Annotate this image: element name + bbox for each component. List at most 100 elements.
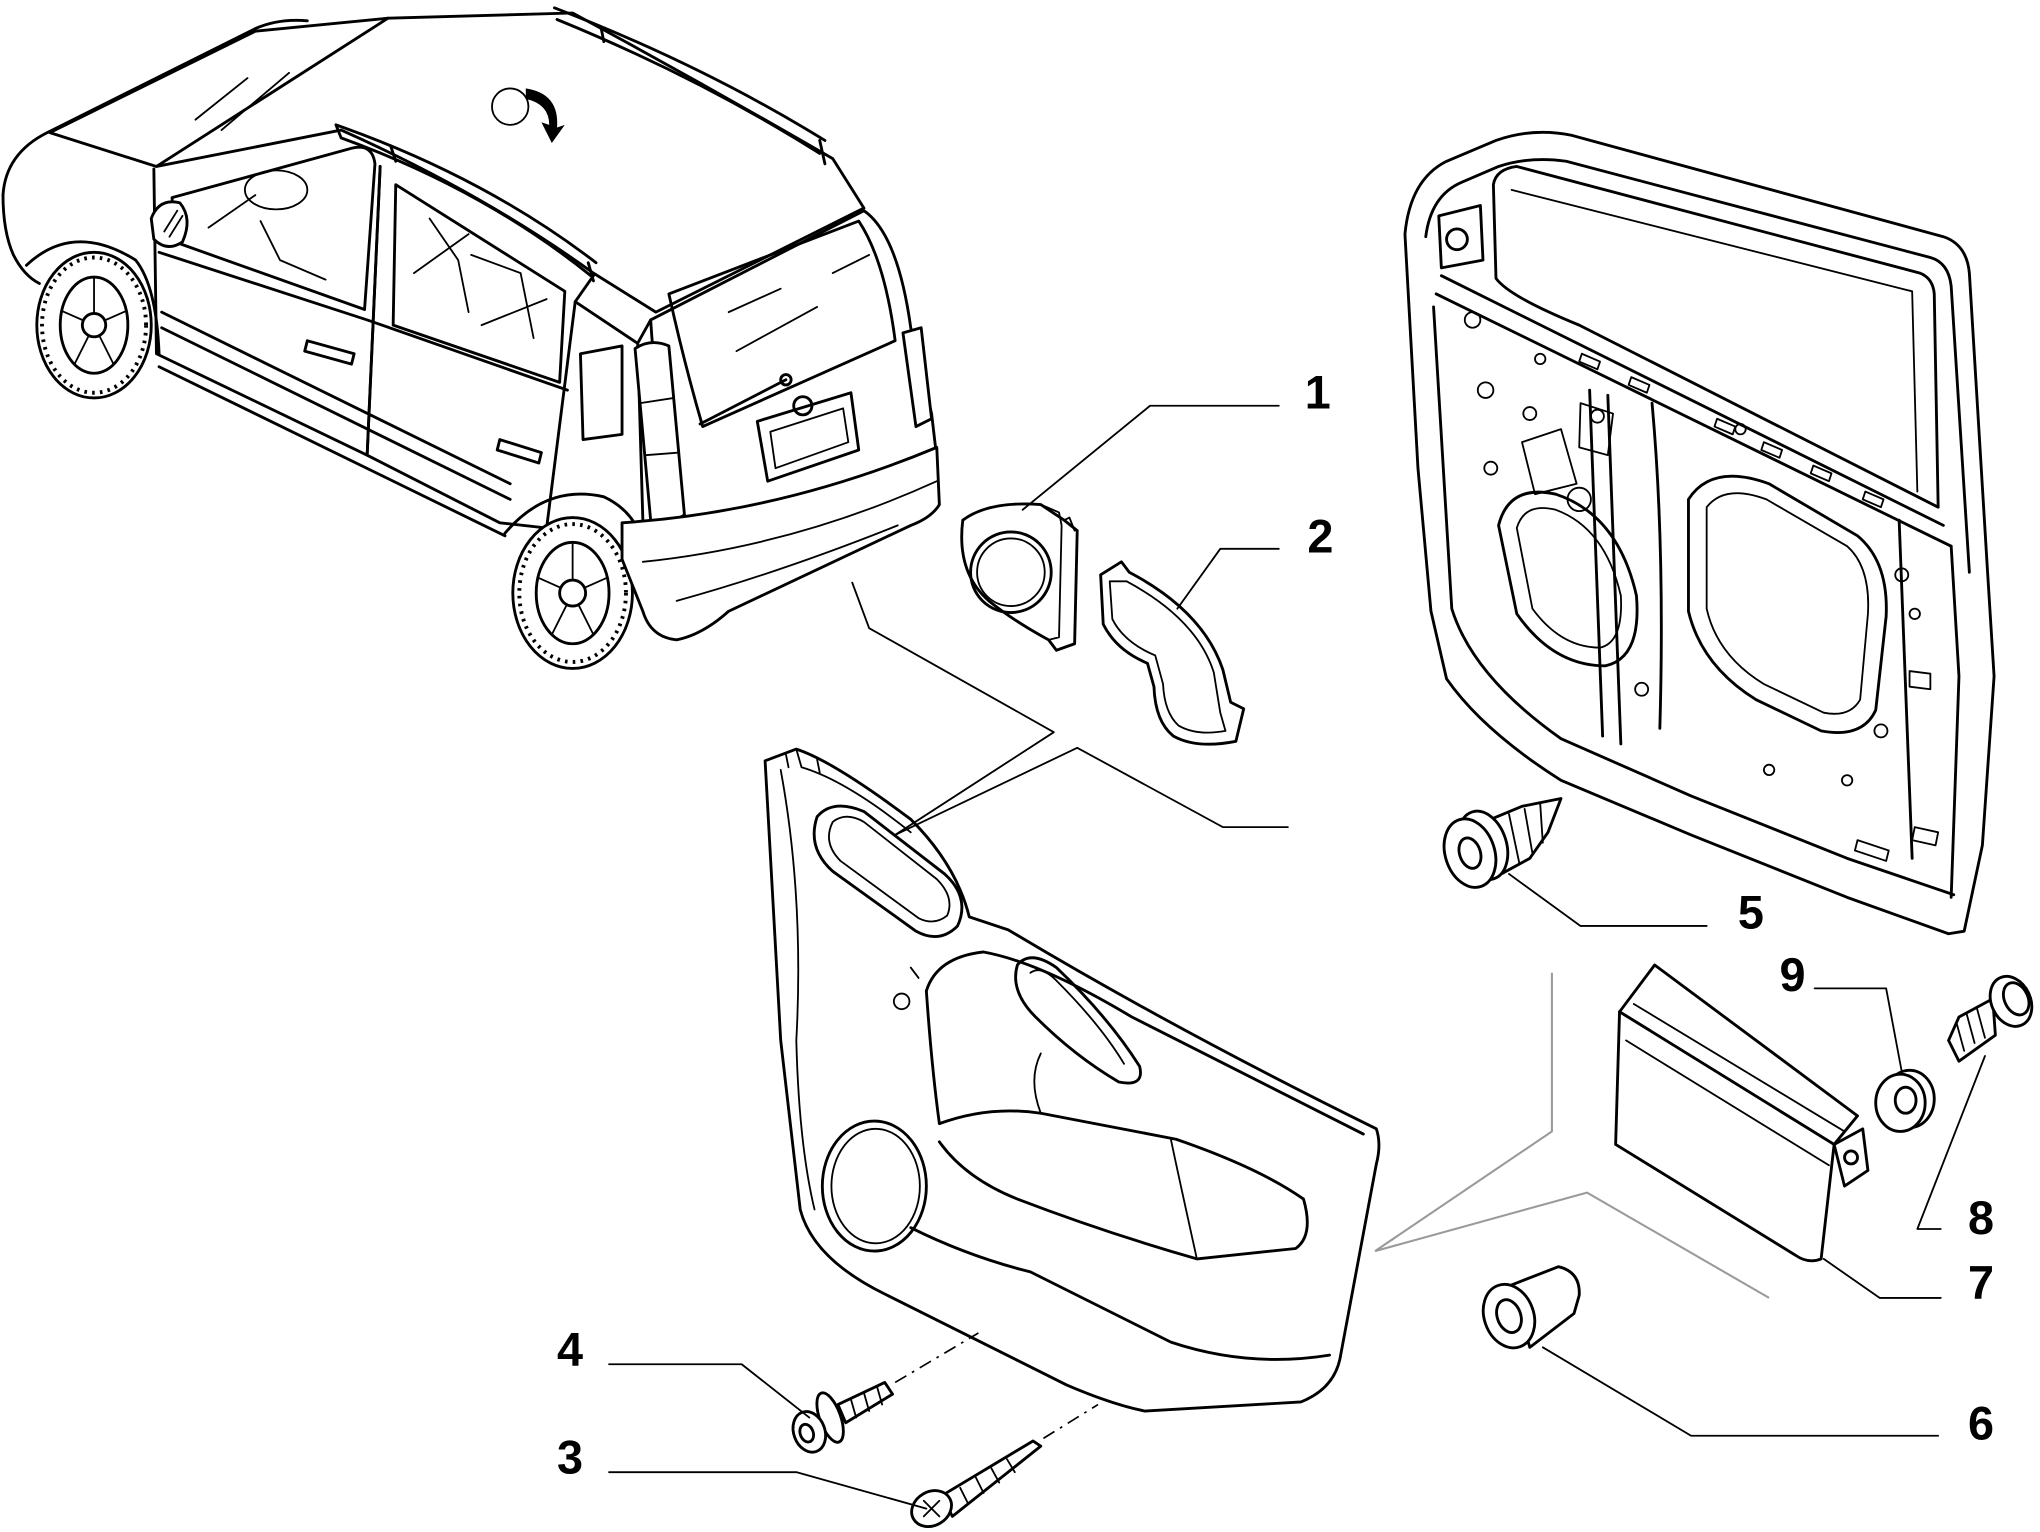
front-tire-tread [40, 255, 149, 395]
vehicle-front-wheel-arch [24, 240, 161, 356]
door-belt-line [1434, 274, 1953, 548]
door-slot [1809, 464, 1833, 483]
vehicle-windshield [48, 16, 390, 168]
door-hole [1590, 408, 1605, 424]
door-access-opening-rim [1705, 492, 1870, 715]
bolt [791, 1381, 894, 1454]
vehicle-rear-window [667, 219, 897, 428]
door-speaker-opening-rim [1515, 507, 1623, 649]
trim-panel-mark [909, 966, 920, 979]
vehicle-belt-line [157, 250, 569, 392]
push-clip [1442, 797, 1563, 889]
door-reinforcement [1588, 388, 1914, 860]
bolt-shank [836, 1381, 894, 1425]
grommet [1481, 1265, 1581, 1350]
push-clip-head [1442, 817, 1498, 889]
door-slot [1760, 441, 1784, 459]
callout-label-2: 2 [1307, 511, 1333, 563]
door-shell-outline [1403, 130, 1996, 936]
vehicle-front-fascia [1, 193, 41, 285]
module-tab-hole [1843, 1149, 1859, 1166]
vehicle-license-plate-recess [755, 391, 861, 483]
vehicle-to-panel-line-b [894, 746, 1289, 836]
trim-panel-hole [892, 992, 911, 1011]
gasket-outer [1099, 560, 1246, 746]
door-hole [1762, 763, 1776, 777]
door-clip-slots [1578, 352, 1940, 862]
parts-group-bracket-b [1374, 1191, 1770, 1299]
door-hole [1476, 381, 1495, 399]
callout-label-3: 3 [557, 1431, 583, 1483]
vehicle-rear-wheel [511, 516, 634, 670]
door-hole [1908, 607, 1921, 620]
callout-label-1: 1 [1305, 366, 1331, 418]
leader-line-7 [1822, 1257, 1942, 1299]
vehicle-side-molding [160, 310, 512, 501]
callout-label-4: 4 [557, 1324, 583, 1376]
rear-tire-tread [517, 522, 628, 664]
vehicle-hood [1, 18, 309, 197]
leader-line-3 [608, 1471, 928, 1510]
leader-line-1 [1021, 404, 1280, 511]
vehicle-roof-rail-right [552, 6, 827, 166]
flange-screw [1947, 974, 2034, 1063]
grommet-hole [1495, 1298, 1523, 1334]
rotate-arrow-icon [525, 88, 565, 144]
rear-hub [558, 578, 588, 608]
trim-screw-shank [940, 1439, 1043, 1518]
door-window-channel [1510, 188, 1919, 493]
door-slot [1578, 352, 1601, 371]
door-mirror-mount [1437, 204, 1485, 270]
module-mounting-tab [1832, 1127, 1870, 1188]
trim-panel-handle-cup-inner [1029, 969, 1125, 1065]
trim-screw-cross [922, 1499, 941, 1518]
bolt-assembly-axis [894, 1332, 979, 1384]
vehicle-roof [155, 11, 866, 314]
washer-front [1874, 1072, 1927, 1133]
door-window-opening [1491, 165, 1940, 509]
door-hole [1566, 486, 1592, 513]
vehicle-front-door-handle [303, 339, 356, 366]
vehicle-quarter-window [578, 344, 624, 442]
door-hole [1483, 460, 1499, 476]
trim-panel-handle-cup [1014, 956, 1142, 1085]
leader-line-5 [1508, 873, 1708, 927]
vehicle-front-door [152, 165, 382, 457]
vehicle-illustration [1, 6, 941, 670]
vehicle-to-panel-line-a [851, 581, 1055, 836]
leader-line-8 [1916, 1055, 1986, 1230]
leader-line-2 [1176, 547, 1280, 610]
vehicle-rear-door-handle [495, 438, 543, 465]
parts-group-bracket-a [1374, 972, 1553, 1252]
vehicle-front-wheel [35, 250, 153, 400]
door-slot [1854, 839, 1890, 862]
leader-line-6 [1541, 1346, 1940, 1437]
module-front-face [1614, 1010, 1836, 1263]
trim-panel-pull-recess-inner [828, 815, 951, 923]
door-trim-panel [763, 747, 1381, 1413]
trim-panel-lower-contour [909, 1226, 1331, 1361]
door-slot [1908, 670, 1932, 691]
door-slot [1627, 376, 1651, 394]
washer [1874, 1068, 1936, 1133]
vehicle-interior-seats [207, 194, 548, 340]
trim-screw [910, 1439, 1043, 1528]
flange-screw-threads [1955, 1008, 1986, 1052]
vehicle-front-side-window [170, 145, 377, 311]
door-hole [1522, 406, 1538, 421]
trim-panel-top-clips [784, 753, 821, 774]
vehicle-rocker [157, 365, 507, 538]
door-hole [1873, 723, 1889, 739]
vehicle-roof-rail-left [334, 123, 598, 283]
vehicle-rear-side-window [391, 183, 567, 384]
door-slot [1861, 490, 1885, 509]
flange-screw-head-top [2001, 981, 2031, 1017]
callout-label-5: 5 [1738, 887, 1764, 939]
vehicle-tail-light-left-segments [639, 397, 681, 457]
screw-assembly-axis [1042, 1403, 1099, 1440]
callout-label-7: 7 [1968, 1257, 1994, 1309]
vehicle-mirror-detail [163, 209, 184, 238]
door-hole [1634, 681, 1650, 697]
speaker-cover-grille [976, 537, 1046, 607]
vehicle-license-plate [769, 407, 850, 470]
